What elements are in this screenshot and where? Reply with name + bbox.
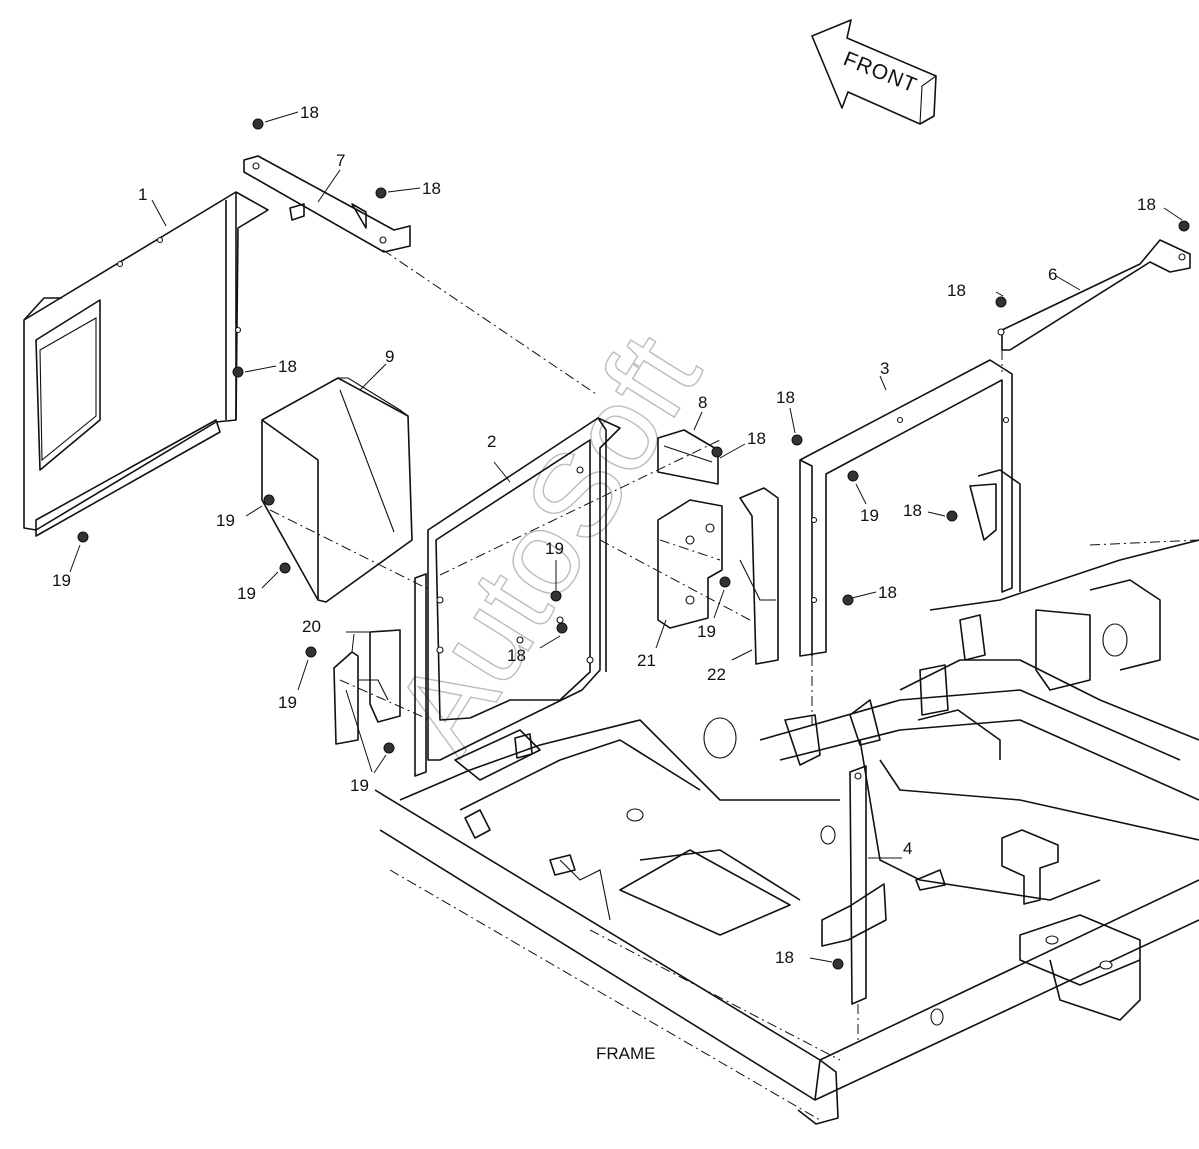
- callout-18-part3-bracket: 18: [903, 501, 922, 520]
- callout-18-part6-left: 18: [947, 281, 966, 300]
- callout-19-part9-lower: 19: [237, 584, 256, 603]
- part-9-inner-panel: [261, 377, 413, 603]
- callout-20: 20: [302, 617, 321, 636]
- callout-6: 6: [1048, 265, 1057, 284]
- callout-1: 1: [138, 185, 147, 204]
- callout-19-part9-upper: 19: [216, 511, 235, 530]
- part-8-block: [657, 429, 719, 485]
- callout-18-bracket7: 18: [422, 179, 441, 198]
- callout-18-part6-right: 18: [1137, 195, 1156, 214]
- callout-19-center: 19: [545, 539, 564, 558]
- part-22-bracket: [739, 487, 779, 665]
- callout-19-part21: 19: [697, 622, 716, 641]
- callout-8: 8: [698, 393, 707, 412]
- callout-7: 7: [336, 151, 345, 170]
- callout-21: 21: [637, 651, 656, 670]
- frame-assembly: FRAME: [374, 539, 1199, 1125]
- alignment-lines: [269, 249, 1003, 1040]
- part-6-right-bracket: [997, 239, 1191, 351]
- fasteners: [77, 118, 1190, 970]
- part-1-left-cover: [23, 191, 269, 537]
- front-direction-arrow: FRONT: [811, 19, 937, 125]
- part-3-right-frame: [799, 359, 1021, 657]
- callout-19-part1: 19: [52, 571, 71, 590]
- callout-18-part8: 18: [747, 429, 766, 448]
- callout-18-part3-lower: 18: [878, 583, 897, 602]
- part-7-top-bracket: [243, 155, 411, 253]
- front-label: FRONT: [840, 47, 920, 97]
- callout-3: 3: [880, 359, 889, 378]
- part-4-vertical-post: [821, 765, 887, 1005]
- callout-18-center: 18: [507, 646, 526, 665]
- leader-lines: [69, 111, 1183, 963]
- callout-18-part4: 18: [775, 948, 794, 967]
- frame-label: FRAME: [596, 1044, 656, 1063]
- part-21-block: [657, 499, 723, 629]
- callout-18-top: 18: [300, 103, 319, 122]
- callout-19-part3: 19: [860, 506, 879, 525]
- callout-22: 22: [707, 665, 726, 684]
- callout-18-part1: 18: [278, 357, 297, 376]
- callout-4: 4: [903, 839, 912, 858]
- callout-19-part20-left: 19: [278, 693, 297, 712]
- part-2-center-panel: [414, 417, 621, 777]
- callout-19-part20-bottom: 19: [350, 776, 369, 795]
- part-20-brackets: [333, 629, 401, 745]
- callout-2: 2: [487, 432, 496, 451]
- callout-labels: 1 2 3 4 6 7 8 9 20 21 22 18 18 18 18 18 …: [52, 103, 1156, 967]
- callout-9: 9: [385, 347, 394, 366]
- callout-18-part3-top: 18: [776, 388, 795, 407]
